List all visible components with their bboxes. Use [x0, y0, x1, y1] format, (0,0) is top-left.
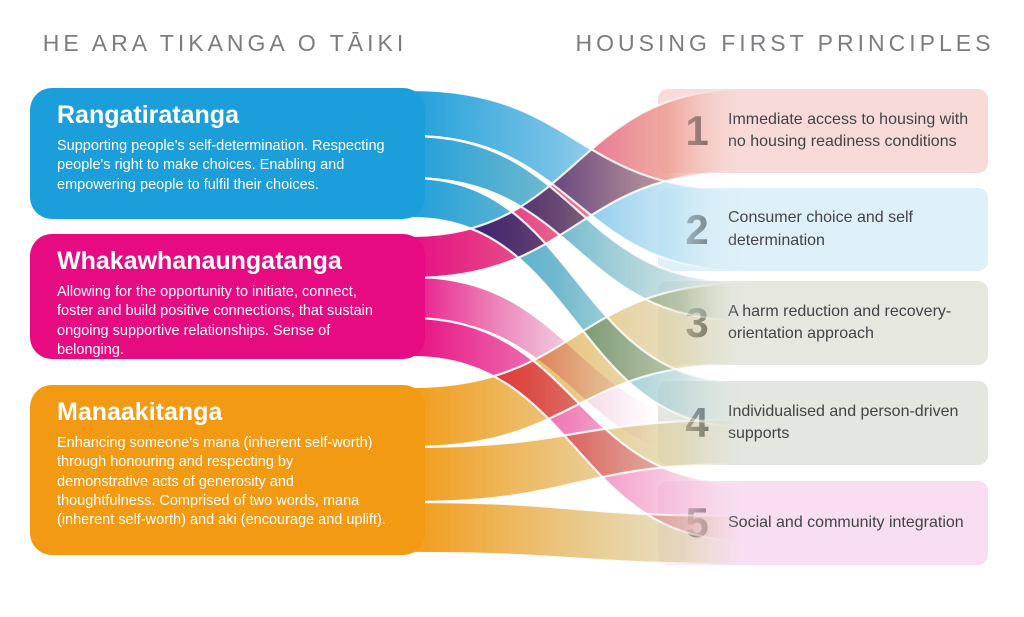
- tikanga-description-manaakitanga: Enhancing someone's mana (inherent self-…: [57, 434, 386, 529]
- tikanga-description-rangatiratanga: Supporting people's self-determination. …: [57, 137, 385, 193]
- tikanga-title-manaakitanga: Manaakitanga: [57, 398, 223, 426]
- flow-blue-to-3: [412, 136, 740, 320]
- right-column-title: HOUSING FIRST PRINCIPLES: [575, 30, 995, 56]
- principle-text-2: Consumer choice and self determination: [728, 209, 913, 249]
- principle-text-1: Immediate access to housing with no hous…: [728, 110, 969, 150]
- principle-text-5: Social and community integration: [728, 513, 964, 531]
- principle-text-4: Individualised and person-driven support…: [728, 402, 959, 442]
- flow-pink-to-4: [412, 278, 740, 464]
- flow-edge-lines: [411, 88, 741, 566]
- tikanga-block-whakawhanaungatanga: Whakawhanaungatanga Allowing for the opp…: [30, 234, 425, 359]
- tikanga-block-rangatiratanga: Rangatiratanga Supporting people's self-…: [30, 88, 425, 219]
- left-column-title: HE ARA TIKANGA O TĀIKI: [42, 30, 408, 56]
- tikanga-block-manaakitanga: Manaakitanga Enhancing someone's mana (i…: [30, 385, 425, 555]
- tikanga-title-whakawhanaungatanga: Whakawhanaungatanga: [57, 247, 342, 275]
- principle-text-3: A harm reduction and recovery-orientatio…: [728, 302, 952, 342]
- tikanga-title-rangatiratanga: Rangatiratanga: [57, 101, 239, 129]
- flow-pink-to-5: [412, 318, 740, 540]
- flow-pink-to-1: [412, 90, 740, 278]
- tikanga-description-whakawhanaungatanga: Allowing for the opportunity to initiate…: [57, 283, 373, 359]
